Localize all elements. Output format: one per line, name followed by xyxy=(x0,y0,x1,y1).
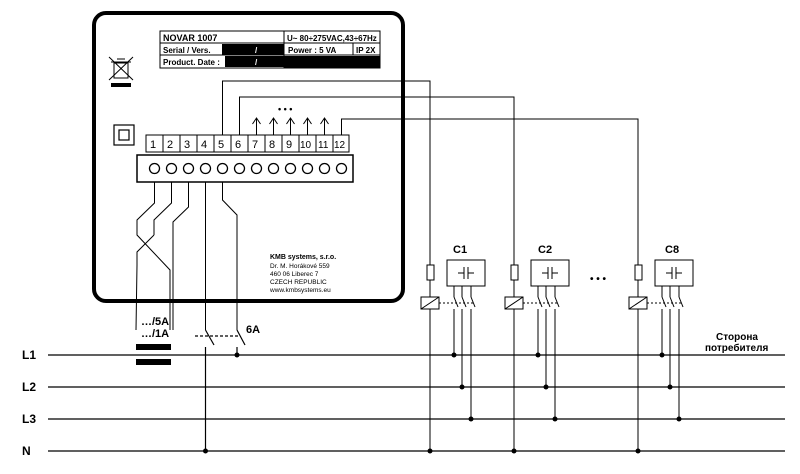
cap-label-c2: C2 xyxy=(538,244,552,256)
terminal-screws xyxy=(148,162,348,175)
junction-c1-0 xyxy=(451,352,457,358)
serial-field xyxy=(222,44,284,55)
fuse-c1 xyxy=(426,264,435,281)
device-model: NOVAR 1007 xyxy=(163,33,217,43)
line-label-l3: L3 xyxy=(22,412,36,426)
terminal-label-9: 9 xyxy=(286,139,292,151)
terminal-number-boxes xyxy=(145,134,350,153)
date-field xyxy=(225,56,284,67)
device-ip: IP 2X xyxy=(356,46,376,55)
contact-blade-c1-1 xyxy=(461,296,467,308)
maker-city: 460 06 Liberec 7 xyxy=(270,271,319,278)
contact-blade-c2-0 xyxy=(537,296,543,308)
fuse-c8 xyxy=(634,264,643,281)
terminal-label-4: 4 xyxy=(201,139,207,151)
contact-blade-c1-0 xyxy=(453,296,459,308)
cap-label-c8: C8 xyxy=(665,244,679,256)
terminal-label-12: 12 xyxy=(334,140,346,151)
junction-n-c2 xyxy=(511,448,517,454)
junction-c8-1 xyxy=(667,384,673,390)
coil-slash-c1 xyxy=(420,296,440,310)
ct-label-5a: …/5A xyxy=(141,316,169,328)
maker-street: Dr. M. Horákové 559 xyxy=(270,263,330,270)
contact-blade-c1-2 xyxy=(470,296,476,308)
date-separator: / xyxy=(255,58,258,67)
line-label-l2: L2 xyxy=(22,380,36,394)
product-date-label: Product. Date : xyxy=(163,58,220,67)
weee-bar xyxy=(111,83,131,87)
maker-web: www.kmbsystems.eu xyxy=(269,287,331,294)
terminal-label-7: 7 xyxy=(252,139,258,151)
capacitor-box-c8 xyxy=(654,259,694,287)
terminal-label-5: 5 xyxy=(218,139,224,151)
fuse-switch-icon xyxy=(195,329,246,451)
ct-wiring xyxy=(135,182,189,331)
contact-blade-c8-1 xyxy=(669,296,675,308)
junction-c2-1 xyxy=(543,384,549,390)
current-transformer xyxy=(136,344,171,350)
terminal-label-11: 11 xyxy=(318,140,329,151)
maker-country: CZECH REPUBLIC xyxy=(270,279,327,286)
consumer-label-1: Сторона xyxy=(716,332,758,343)
cap-label-c1: C1 xyxy=(453,244,467,256)
fuse-label: 6A xyxy=(246,324,260,336)
terminal-label-1: 1 xyxy=(150,139,156,151)
weee-bin-icon xyxy=(108,56,134,81)
serial-separator: / xyxy=(255,46,258,55)
consumer-label-2: потребителя xyxy=(705,342,768,354)
cap-ellipsis: • • • xyxy=(590,274,607,285)
junction-n-supply xyxy=(203,448,208,454)
junction-c1-2 xyxy=(468,416,474,422)
capacitor-box-c2 xyxy=(530,259,570,287)
terminal-block xyxy=(136,154,354,183)
terminal-label-10: 10 xyxy=(300,140,312,151)
output-arrows xyxy=(252,117,329,135)
phase-lines xyxy=(48,354,785,452)
junction-c8-0 xyxy=(659,352,665,358)
device-power: Power : 5 VA xyxy=(288,46,337,55)
nameplate-lower-right xyxy=(284,56,380,68)
terminal-label-6: 6 xyxy=(235,139,241,151)
double-insulation-icon xyxy=(113,124,135,146)
fuse-c2 xyxy=(510,264,519,281)
coil-slash-c2 xyxy=(504,296,524,310)
terminal-label-2: 2 xyxy=(167,139,173,151)
junction-n-c8 xyxy=(635,448,641,454)
device-body xyxy=(92,11,405,303)
terminal-label-8: 8 xyxy=(269,139,275,151)
contact-blade-c8-2 xyxy=(678,296,684,308)
serial-label: Serial / Vers. xyxy=(163,46,211,55)
capacitor-box-c1 xyxy=(446,259,486,287)
current-transformer-lower xyxy=(136,359,171,365)
terminal-label-3: 3 xyxy=(184,139,190,151)
contact-blade-c2-1 xyxy=(545,296,551,308)
line-label-l1: L1 xyxy=(22,348,36,362)
output-wiring xyxy=(222,80,639,265)
contact-blade-c8-0 xyxy=(661,296,667,308)
device-supply: U~ 80÷275VAC,43÷67Hz xyxy=(287,34,377,43)
supply-wiring xyxy=(205,182,238,330)
junction-c8-2 xyxy=(676,416,682,422)
junction-c1-1 xyxy=(459,384,465,390)
contact-blade-c2-2 xyxy=(554,296,560,308)
maker-name: KMB systems, s.r.o. xyxy=(270,254,336,261)
junction-l1-supply xyxy=(234,352,240,358)
junction-c2-0 xyxy=(535,352,541,358)
coil-slash-c8 xyxy=(628,296,648,310)
junction-n-c1 xyxy=(427,448,433,454)
line-label-n: N xyxy=(22,444,31,458)
capacitor-stages xyxy=(420,259,694,454)
junction-c2-2 xyxy=(552,416,558,422)
outputs-ellipsis: • • • xyxy=(278,104,292,114)
ct-label-1a: …/1A xyxy=(141,328,169,340)
